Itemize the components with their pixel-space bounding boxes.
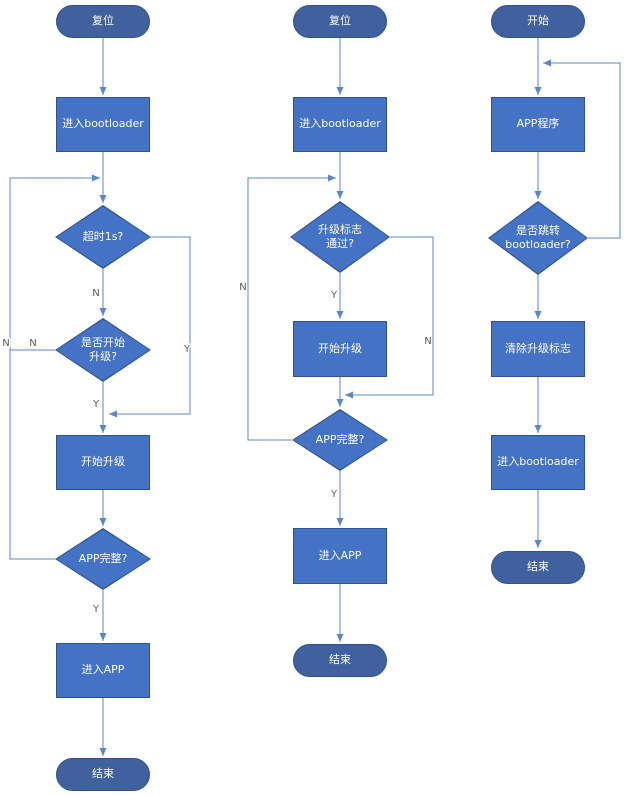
node-label: 复位 bbox=[92, 14, 114, 28]
node-c1-app-complete-q: APP完整? bbox=[55, 528, 151, 590]
node-c1-end: 结束 bbox=[56, 758, 150, 791]
node-c1-start-upgrade: 开始升级 bbox=[56, 435, 150, 490]
branch-label-n: N bbox=[2, 338, 9, 349]
node-label: 清除升级标志 bbox=[505, 341, 571, 355]
branch-label-y: Y bbox=[330, 290, 338, 301]
node-label: APP完整? bbox=[315, 432, 365, 446]
branch-label-n: N bbox=[29, 338, 36, 349]
flow-connector bbox=[247, 174, 336, 441]
node-label: 复位 bbox=[329, 14, 351, 28]
node-label: 结束 bbox=[329, 653, 351, 667]
node-c2-enter-bootloader: 进入bootloader bbox=[293, 97, 387, 152]
node-label: 开始升级 bbox=[318, 341, 362, 355]
node-c3-jump-q: 是否跳转 bootloader? bbox=[488, 201, 588, 275]
node-label: 是否跳转 bootloader? bbox=[505, 223, 571, 251]
node-label: 开始 bbox=[527, 14, 549, 28]
node-label: 进入bootloader bbox=[497, 455, 579, 469]
branch-label-n: N bbox=[239, 282, 246, 293]
node-c1-begin-upgrade-q: 是否开始 升级? bbox=[55, 318, 151, 382]
node-c3-app-program: APP程序 bbox=[491, 97, 585, 152]
branch-label-y: Y bbox=[92, 399, 100, 410]
node-label: APP程序 bbox=[516, 117, 560, 131]
node-label: 进入APP bbox=[81, 663, 125, 677]
node-c1-timeout-q: 超时1s? bbox=[55, 205, 151, 269]
branch-label-n: N bbox=[92, 288, 99, 299]
node-c2-end: 结束 bbox=[293, 644, 387, 677]
node-c1-enter-app: 进入APP bbox=[56, 643, 150, 698]
node-c3-end: 结束 bbox=[491, 551, 585, 584]
node-c1-enter-bootloader: 进入bootloader bbox=[56, 97, 150, 152]
node-c2-app-complete-q: APP完整? bbox=[292, 409, 388, 471]
flow-connector bbox=[543, 59, 621, 239]
flow-connector bbox=[345, 236, 434, 399]
node-c2-flag-pass-q: 升级标志 通过? bbox=[290, 201, 390, 273]
node-c3-enter-bootloader: 进入bootloader bbox=[491, 435, 585, 490]
node-label: APP完整? bbox=[78, 551, 128, 565]
node-c2-start: 复位 bbox=[293, 5, 387, 38]
node-c1-start: 复位 bbox=[56, 5, 150, 38]
node-label: 进入bootloader bbox=[299, 117, 381, 131]
node-c3-clear-flag: 清除升级标志 bbox=[491, 321, 585, 377]
branch-label-y: Y bbox=[183, 344, 191, 355]
branch-label-y: Y bbox=[330, 489, 338, 500]
branch-label-y: Y bbox=[92, 604, 100, 615]
node-label: 升级标志 通过? bbox=[318, 222, 362, 250]
node-label: 是否开始 升级? bbox=[81, 335, 125, 363]
node-label: 结束 bbox=[92, 767, 114, 781]
node-label: 超时1s? bbox=[82, 229, 124, 243]
node-c3-start: 开始 bbox=[491, 5, 585, 38]
branch-label-n: N bbox=[424, 336, 431, 347]
flow-connector bbox=[109, 236, 191, 418]
node-label: 结束 bbox=[527, 560, 549, 574]
node-label: 进入APP bbox=[318, 548, 362, 562]
flow-connector bbox=[9, 174, 100, 560]
node-c2-enter-app: 进入APP bbox=[293, 528, 387, 584]
node-c2-start-upgrade: 开始升级 bbox=[293, 321, 387, 377]
node-label: 进入bootloader bbox=[62, 117, 144, 131]
node-label: 开始升级 bbox=[81, 455, 125, 469]
